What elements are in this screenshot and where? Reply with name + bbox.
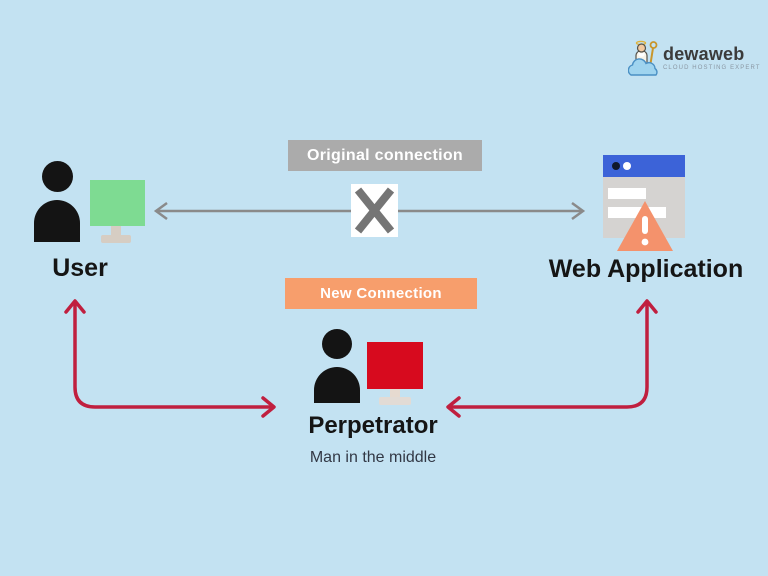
warning-triangle-icon [617, 201, 673, 251]
blocked-x-icon [351, 184, 398, 237]
browser-title-bar [603, 155, 685, 177]
dewaweb-mascot-icon [628, 40, 658, 76]
perpetrator-monitor-stand [390, 389, 400, 397]
user-person-icon [42, 161, 73, 192]
new-connection-label: New Connection [285, 278, 477, 309]
user-label: User [52, 254, 108, 282]
user-perpetrator-arrow [64, 299, 276, 418]
user-monitor-icon [90, 180, 145, 226]
perpetrator-person-body [314, 367, 360, 403]
browser-content-bar [608, 188, 646, 199]
logo-tagline: CLOUD HOSTING EXPERT [663, 65, 761, 71]
perpetrator-person-icon [322, 329, 352, 359]
browser-dot-light-icon [623, 162, 631, 170]
perpetrator-sublabel: Man in the middle [309, 449, 437, 466]
browser-dot-dark-icon [612, 162, 620, 170]
perpetrator-monitor-icon [367, 342, 423, 389]
user-monitor-base [101, 235, 131, 243]
web-application-label: Web Application [548, 255, 744, 283]
user-monitor-stand [111, 226, 121, 235]
original-connection-label: Original connection [288, 140, 482, 171]
perpetrator-label: Perpetrator [308, 412, 438, 439]
logo-brand-text: dewaweb [663, 44, 745, 64]
perpetrator-monitor-base [379, 397, 411, 405]
user-person-body [34, 200, 80, 242]
perpetrator-webapp-arrow [446, 299, 658, 418]
browser-content-bar [608, 207, 666, 218]
dewaweb-logo: dewaweb CLOUD HOSTING EXPERT [628, 38, 761, 78]
